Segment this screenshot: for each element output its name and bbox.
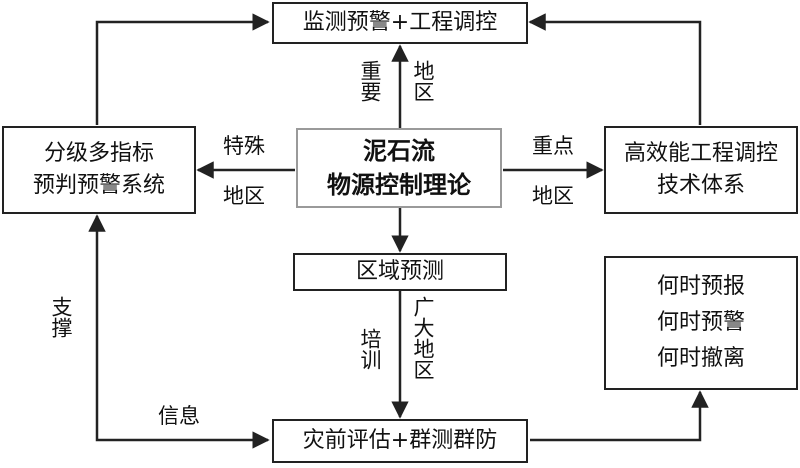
node-when-forecast: 何时预报 何时预警 何时撤离 xyxy=(604,256,798,390)
label-support: 支撑 xyxy=(49,296,73,338)
label-special: 特殊 xyxy=(223,134,265,158)
node-engineering-control: 高效能工程调控 技术体系 xyxy=(604,126,798,214)
label-key: 重点 xyxy=(532,134,574,158)
node-monitoring-warning: 监测预警+工程调控 xyxy=(272,2,528,44)
label-training: 培训 xyxy=(358,328,382,370)
label-important: 重要 xyxy=(358,60,382,102)
arrow-bottom-to-side xyxy=(530,390,709,442)
arrow-right-to-top xyxy=(528,13,702,125)
label-area-up: 地区 xyxy=(411,60,435,102)
node-when-forecast-text: 何时预报 何时预警 何时撤离 xyxy=(656,274,745,371)
label-wide-area: 广大地区 xyxy=(411,296,435,380)
node-pre-disaster-assessment: 灾前评估+群测群防 xyxy=(272,419,528,463)
node-pre-disaster-assessment-text: 灾前评估+群测群防 xyxy=(302,428,498,453)
label-area-right: 地区 xyxy=(532,184,574,208)
node-source-control-theory: 泥石流 物源控制理论 xyxy=(296,128,502,208)
node-monitoring-warning-text: 监测预警+工程调控 xyxy=(302,10,498,35)
label-area-left: 地区 xyxy=(223,184,265,208)
node-engineering-control-text: 高效能工程调控 技术体系 xyxy=(623,141,778,198)
node-warning-system: 分级多指标 预判预警系统 xyxy=(2,126,196,214)
arrow-left-to-top xyxy=(95,13,270,125)
node-source-control-theory-text: 泥石流 物源控制理论 xyxy=(327,137,471,199)
node-regional-prediction-text: 区域预测 xyxy=(355,259,444,284)
arrow-bottom-left-support xyxy=(88,214,270,449)
node-warning-system-text: 分级多指标 预判预警系统 xyxy=(32,141,165,198)
label-information: 信息 xyxy=(158,404,200,428)
node-regional-prediction: 区域预测 xyxy=(293,253,507,291)
